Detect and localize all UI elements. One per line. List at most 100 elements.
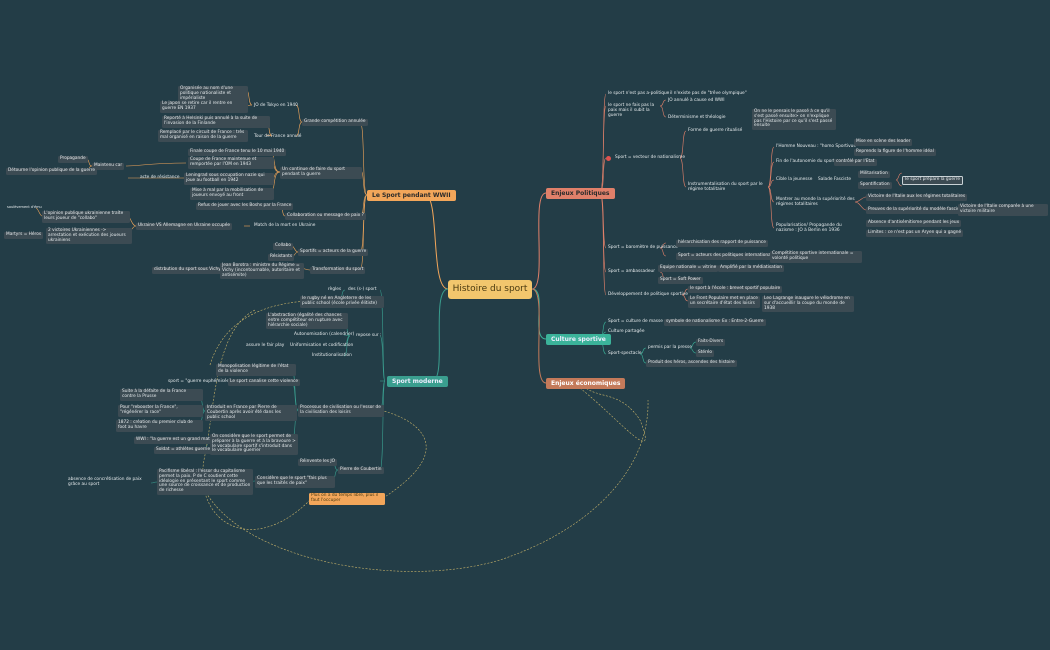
- node-m24[interactable]: absence de concrétisation de paix grâce …: [68, 477, 142, 487]
- node-p4[interactable]: JO annulé à cause ed WWI: [668, 98, 725, 103]
- node-m22[interactable]: Pierre de Coubertin: [338, 467, 384, 474]
- branch-wwii[interactable]: Le Sport pendant WWII: [367, 190, 456, 201]
- node-w3[interactable]: Reporté à Helsinki puis annulé à la suit…: [162, 116, 270, 128]
- node-w25[interactable]: Collabo: [273, 243, 294, 250]
- node-p30[interactable]: Compétition sportive internationale = vo…: [770, 251, 862, 263]
- node-m14[interactable]: Pour "rebooster la France", "régénérer l…: [118, 405, 203, 417]
- node-m3[interactable]: le rugby né en Angleterre de les public …: [300, 296, 384, 308]
- node-w10[interactable]: Leningrad sous occupation nazie qui joue…: [184, 173, 274, 185]
- node-m17[interactable]: Processus de civilisation ou l'essor de …: [298, 405, 384, 417]
- node-p3[interactable]: le sport ne fais pas la paix mais il sub…: [608, 103, 655, 118]
- node-w19[interactable]: Ukraine VS Allemagne en Ukraine occupée: [136, 223, 233, 230]
- node-m8[interactable]: Uniformisation et codification: [290, 343, 354, 348]
- node-m11[interactable]: sport = "guerre euphémisée": [168, 379, 232, 384]
- node-w8[interactable]: Finale coupe de France tenu le 10 mai 19…: [188, 149, 287, 156]
- node-m7[interactable]: assure le fair play: [246, 343, 285, 348]
- node-p31[interactable]: Sport = ambassadeur: [608, 269, 656, 274]
- node-w27[interactable]: Sportifs = acteurs de la guerre: [298, 249, 369, 256]
- node-p28[interactable]: hiérarchisation des rapport de puissance: [676, 240, 768, 247]
- node-w16[interactable]: Détourne l'opinion publique de la guerre: [6, 168, 98, 175]
- node-m13[interactable]: Suite à la défaite de la France contre l…: [120, 389, 203, 401]
- node-p33[interactable]: Amplifié par la médiatisation: [718, 265, 785, 272]
- node-p37[interactable]: Le Front Populaire met en place un secré…: [688, 296, 760, 308]
- branch-culture[interactable]: Culture sportive: [546, 334, 611, 345]
- node-p8[interactable]: Forme de guerre ritualisé: [688, 128, 743, 133]
- node-p24[interactable]: Popularisation/ Propagande du nazisme : …: [776, 223, 842, 233]
- node-w5[interactable]: JO de Tokyo en 1940: [254, 103, 298, 108]
- node-p27[interactable]: Sport = baromètre de puissance: [608, 245, 678, 250]
- node-p26[interactable]: Limites : ce n'est pas un Aryen qui a ga…: [866, 230, 964, 237]
- node-c4[interactable]: Culture partagée: [608, 329, 645, 334]
- node-p6[interactable]: On ne le pensais le passé à ce qu'il s'e…: [752, 109, 836, 131]
- node-w1[interactable]: Organisée au nom d'une politique nationa…: [178, 86, 248, 103]
- node-p34[interactable]: Sport = Soft Power: [658, 277, 703, 284]
- node-p16[interactable]: Salade Fasciste: [818, 177, 851, 182]
- node-m1[interactable]: règles: [328, 287, 342, 292]
- node-m15[interactable]: 1872 : création du premier club de foot …: [116, 420, 203, 432]
- node-p32[interactable]: Equipe nationale = vitrine: [658, 265, 719, 272]
- node-c7[interactable]: Faits-Divers: [696, 339, 726, 346]
- node-w22[interactable]: L'opinion publique ukrainienne traîte le…: [42, 211, 130, 223]
- node-m9[interactable]: Institutionalisation: [312, 353, 352, 358]
- node-w15[interactable]: Maintenu car: [92, 163, 125, 170]
- node-m6[interactable]: repose sur :: [356, 333, 382, 338]
- node-w9[interactable]: Coupe de France maintenue et remportée p…: [188, 157, 274, 169]
- node-w4[interactable]: Remplacé par le circuit de France : très…: [158, 130, 248, 142]
- node-w12[interactable]: Un continue de faire du sport pendant la…: [280, 167, 362, 179]
- node-p18[interactable]: Spontification: [858, 182, 892, 189]
- node-m18[interactable]: WWI : "la guerre est un grand match": [134, 437, 219, 444]
- node-w7[interactable]: Grande compétition annulée: [302, 119, 368, 126]
- node-c3[interactable]: Ex : Entre-2-Guerre: [720, 319, 766, 326]
- node-w18[interactable]: Collaboration ou message de paix ?: [285, 213, 366, 220]
- node-w13[interactable]: acte de résistance: [140, 175, 180, 180]
- node-p19[interactable]: le sport prépare la guerre: [902, 176, 963, 185]
- node-m16[interactable]: Introduit en France par Pierre de Couber…: [205, 405, 297, 422]
- node-c5[interactable]: Sport-spectacle: [608, 351, 642, 356]
- node-p21[interactable]: Victoire de l'Italie aux les régimes tot…: [866, 194, 968, 201]
- node-w29[interactable]: Jean Borotra : ministre du Régime = Vich…: [220, 263, 304, 280]
- node-c1[interactable]: Sport = culture de masse: [608, 319, 663, 324]
- node-m25[interactable]: Considère que le sport "fais plus que le…: [255, 476, 335, 488]
- node-c6[interactable]: permis par la presse: [648, 345, 692, 350]
- node-w28[interactable]: distrbution du sport sous Vichy: [152, 267, 223, 274]
- node-p38[interactable]: Leo Lagrange inaugure le vélodrome en su…: [762, 296, 854, 313]
- node-w17[interactable]: Refus de jouer avec les Boshs par la Fra…: [196, 203, 294, 210]
- node-p5[interactable]: Déterminisme et théologie: [668, 115, 726, 120]
- node-w20[interactable]: Match de la mort en Ukraine: [254, 223, 316, 228]
- node-p22[interactable]: Preuves de la supériorité du modèle fasc…: [866, 207, 966, 214]
- node-p20[interactable]: Montrer au monde la supériorité des régi…: [776, 197, 855, 207]
- node-p35[interactable]: Développement de politique sportive: [608, 292, 688, 297]
- branch-economique[interactable]: Enjeux économiques: [546, 378, 626, 389]
- node-w2[interactable]: Le japon se retire car il rentre en guer…: [160, 101, 248, 113]
- node-p29[interactable]: Sport = acteurs des politiques internati…: [676, 253, 779, 260]
- node-p17[interactable]: Militarisation: [858, 171, 890, 178]
- node-p14[interactable]: contrôlé par l'Etat: [834, 159, 877, 166]
- node-w6[interactable]: Tour de France annulé: [254, 134, 302, 139]
- root-node[interactable]: Histoire du sport: [448, 280, 532, 299]
- node-p2[interactable]: il n'existe pas de "trêve olympique": [670, 91, 747, 96]
- node-m4[interactable]: L'abstraction (égalité des chances entre…: [266, 313, 348, 330]
- node-w24[interactable]: Martyrs = Héros: [4, 232, 44, 239]
- node-p11[interactable]: Mise en scène des leader: [854, 139, 913, 146]
- node-w14[interactable]: Propagande: [58, 156, 88, 163]
- node-p13[interactable]: Fin de l'autonomie du sport: [776, 159, 835, 164]
- node-m23[interactable]: Pacifisme libéral : l'essor du capitalis…: [157, 469, 253, 495]
- node-m21[interactable]: Réinvente les JO: [298, 459, 338, 466]
- node-w30[interactable]: Transformation du sport: [310, 267, 366, 274]
- node-c9[interactable]: Produit des héros, ascendes des histoire: [646, 360, 737, 367]
- node-w23[interactable]: 2 victoires Ukrainiennes -> arrestation …: [46, 228, 132, 245]
- node-m20[interactable]: On considère que le sport permet de prép…: [210, 434, 298, 456]
- node-p12[interactable]: Reprends la figure de l'homme idéal: [854, 149, 936, 156]
- node-m12[interactable]: Le sport canalise cette violence: [228, 379, 301, 386]
- node-p25[interactable]: Absence d'antisémitisme pendant les jeux: [866, 220, 962, 227]
- node-p9[interactable]: Instrumentalisation du sport par le régi…: [688, 182, 763, 192]
- node-p1[interactable]: le sport n'est pas a-politique: [608, 91, 670, 96]
- node-m26[interactable]: Plus on a du temps libre, plus il faut l…: [309, 493, 385, 505]
- node-m5[interactable]: Autonomisation (calendrier): [294, 332, 355, 337]
- node-w11[interactable]: Mise à mal par la mobilisation de joueur…: [190, 188, 274, 200]
- node-m2[interactable]: des (s-) sport: [348, 287, 377, 292]
- node-m10[interactable]: Monopolisation légitime de l'état de la …: [216, 364, 296, 376]
- node-p23[interactable]: Victoire de l'Italie comparée à une vict…: [958, 204, 1048, 216]
- branch-politique[interactable]: Enjeux Politiques: [546, 188, 615, 199]
- node-p7[interactable]: Sport = vecteur de nationalisme: [615, 155, 686, 160]
